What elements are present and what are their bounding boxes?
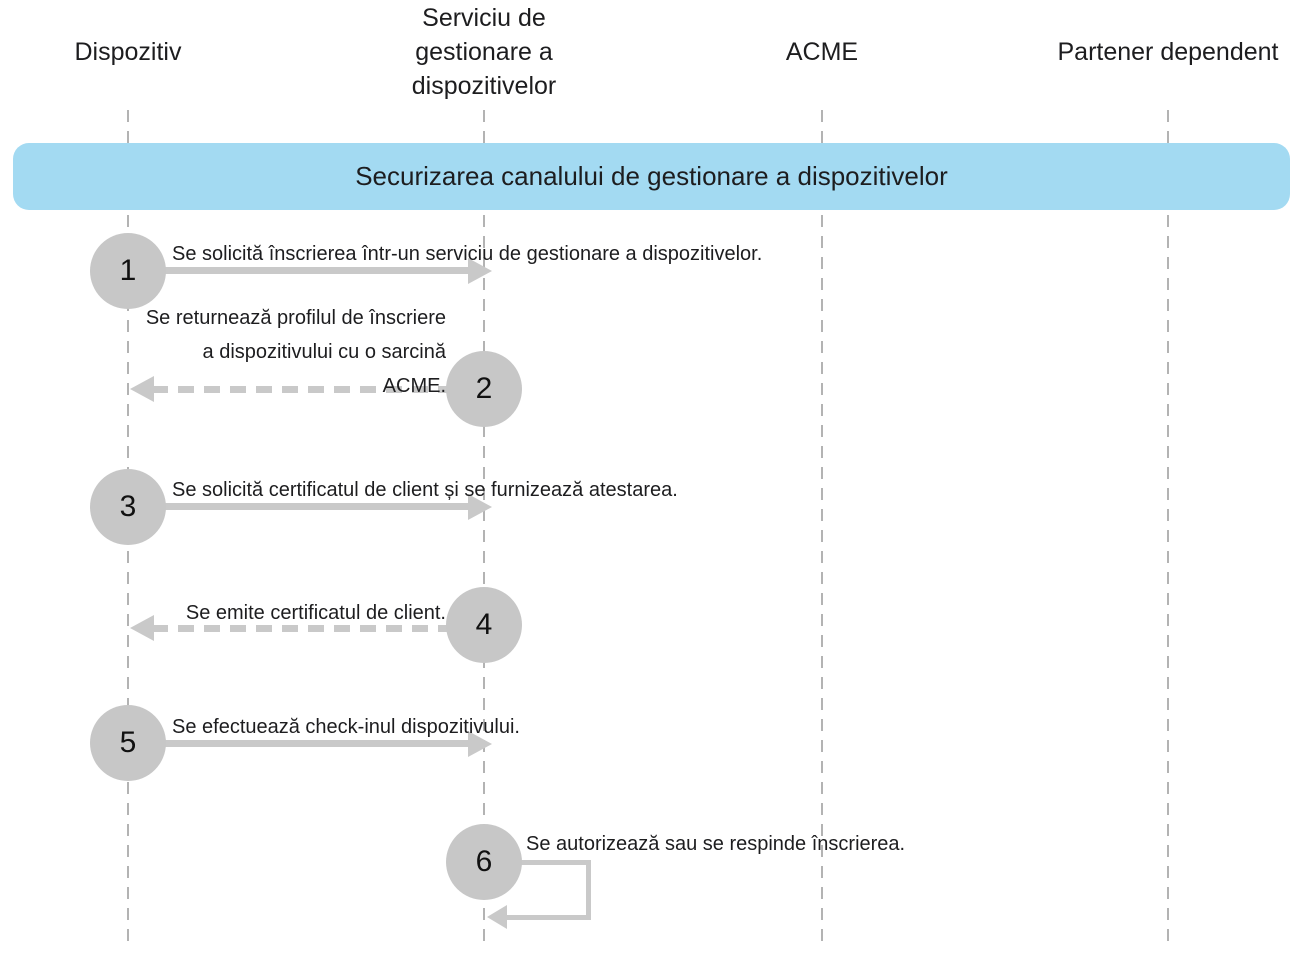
lane-label-serviciu-gestionare: Serviciu de gestionare a dispozitivelor (411, 4, 557, 100)
step3-number: 3 (119, 490, 137, 523)
step3-arrowhead-icon (468, 494, 492, 520)
step1-number: 1 (119, 254, 137, 287)
step2-number: 2 (475, 372, 493, 405)
step6-number: 6 (475, 845, 493, 878)
step5-number: 5 (119, 726, 137, 759)
step6-message: Se autorizează sau se respinde înscriere… (526, 833, 906, 855)
lane-label-dispozitiv: Dispozitiv (74, 38, 182, 66)
step6-arrowhead-icon (487, 905, 507, 929)
step2-message: Se returnează profilul de înscriere a di… (145, 307, 446, 397)
lifeline-serviciu-gestionare (483, 110, 485, 945)
step4-message: Se emite certificatul de client. (185, 602, 446, 624)
step6-loop-bottom (505, 915, 591, 920)
step3-badge: 3 (90, 469, 166, 545)
lane-label-partener-dependent: Partener dependent (1057, 38, 1279, 66)
title-band: Securizarea canalului de gestionare a di… (13, 143, 1290, 210)
step5-arrow (140, 740, 468, 747)
step6-loop-top (484, 860, 591, 865)
diagram-title: Securizarea canalului de gestionare a di… (355, 161, 948, 191)
step1-arrowhead-icon (468, 258, 492, 284)
step2-arrowhead-icon (130, 376, 154, 402)
step3-message: Se solicită certificatul de client și se… (172, 479, 678, 501)
step4-number: 4 (475, 608, 493, 641)
step4-arrow (152, 625, 470, 632)
step4-badge: 4 (446, 587, 522, 663)
step5-arrowhead-icon (468, 731, 492, 757)
step1-arrow (140, 267, 468, 274)
step6-loop-right (586, 860, 591, 920)
step2-arrow (152, 386, 470, 393)
step6-badge: 6 (446, 824, 522, 900)
step4-arrowhead-icon (130, 615, 154, 641)
step5-badge: 5 (90, 705, 166, 781)
lifeline-acme (821, 110, 823, 945)
lifeline-partener-dependent (1167, 110, 1169, 945)
lane-label-acme: ACME (785, 38, 859, 66)
step1-badge: 1 (90, 233, 166, 309)
step3-arrow (140, 503, 468, 510)
step2-badge: 2 (446, 351, 522, 427)
step5-message: Se efectuează check-inul dispozitivului. (172, 716, 520, 738)
step1-message: Se solicită înscrierea într-un serviciu … (172, 243, 763, 265)
